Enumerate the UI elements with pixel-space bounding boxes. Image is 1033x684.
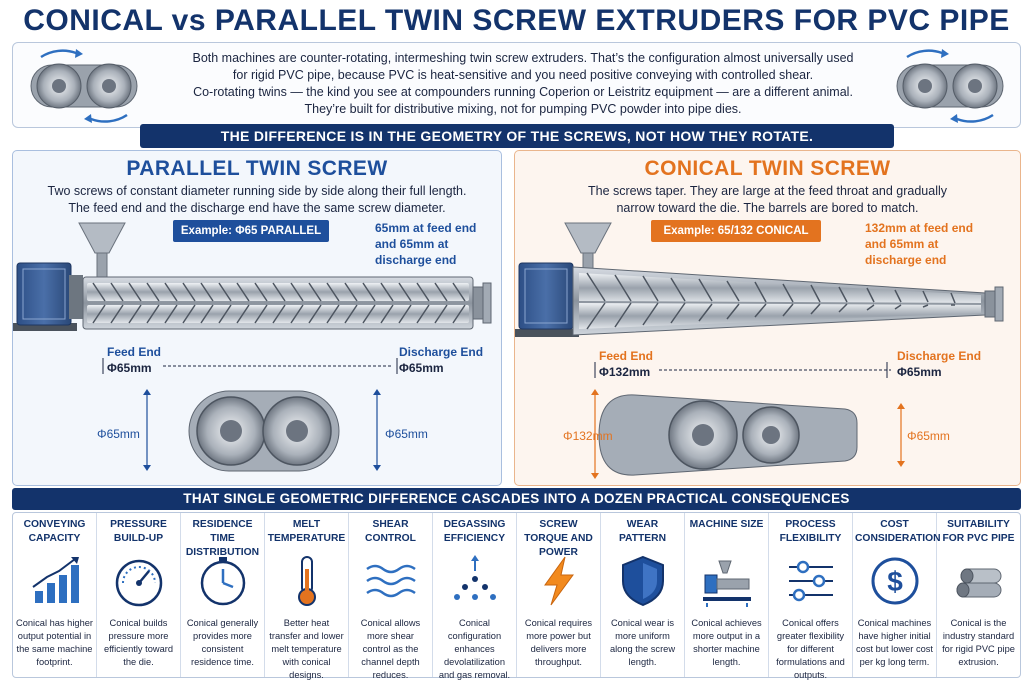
consequence-text: Conical wear is more uniform along the s… [609,618,676,667]
parallel-title: PARALLEL TWIN SCREW [126,157,388,180]
parallel-feed-dim: Φ65mm [107,361,152,375]
conical-panel: CONICAL TWIN SCREW The screws taper. The… [514,150,1021,486]
conical-note-line: discharge end [865,253,947,267]
consequence-heading: MACHINE SIZE [689,519,764,530]
geometry-banner: THE DIFFERENCE IS IN THE GEOMETRY OF THE… [140,124,894,148]
consequence-heading: CONVEYING CAPACITY [23,519,86,544]
consequence-item: RESIDENCE TIME DISTRIBUTION Conical gene… [181,513,265,677]
parallel-description: Two screws of constant diameter running … [13,183,501,217]
parallel-feed-label: Feed End [107,345,162,359]
dollar-icon: $ [871,557,918,605]
consequence-text: Better heat transfer and lower melt temp… [269,618,344,680]
parallel-desc-line: The feed end and the discharge end have … [68,201,446,215]
page-title: CONICAL vs PARALLEL TWIN SCREW EXTRUDERS… [23,4,1010,37]
consequence-text: Conical has higher output potential in t… [16,618,94,667]
consequence-heading: DEGASSING EFFICIENCY [443,519,506,544]
conical-cross-section [591,389,905,479]
parallel-example-badge: Example: Φ65 PARALLEL [173,220,329,242]
consequence-heading: MELT TEMPERATURE [267,519,346,544]
conical-note-line: and 65mm at [865,237,939,251]
consequence-item: DEGASSING EFFICIENCY Conical configurati… [433,513,517,680]
consequences-grid: CONVEYING CAPACITY Conical has higher ou… [12,512,1021,680]
consequence-item: CONVEYING CAPACITY Conical has higher ou… [13,513,97,677]
consequence-text: Conical requires more power but delivers… [524,618,593,667]
parallel-section-left-dim: Φ65mm [97,427,140,441]
consequence-item: SHEAR CONTROL Conical allows more shear … [349,513,433,680]
conical-title: CONICAL TWIN SCREW [644,157,891,180]
twin-gears-icon [30,49,138,123]
consequence-heading: WEAR PATTERN [618,519,667,544]
consequence-text: Conical machines have higher initial cos… [856,618,933,667]
consequence-text: Conical generally provides more consiste… [186,618,259,667]
conical-feed-dim: Φ132mm [599,365,651,379]
consequence-item: MACHINE SIZE Conical achieves more outpu… [685,513,769,677]
conical-section-left-dim: Φ132mm [563,429,613,443]
consequence-heading: SHEAR CONTROL [365,519,416,544]
consequence-text: Conical builds pressure more efficiently… [103,618,174,667]
pipes-icon [956,568,1001,598]
intro-line: for rigid PVC pipe, because PVC is heat-… [232,68,814,82]
timer-icon [200,557,245,606]
conical-note-line: 132mm at feed end [865,221,974,235]
parallel-note: 65mm at feed end and 65mm at discharge e… [375,220,476,268]
bubbles-icon [453,555,496,600]
consequence-heading: RESIDENCE TIME DISTRIBUTION [185,519,260,558]
consequence-text: Conical is the industry standard for rig… [942,618,1015,667]
consequence-text: Conical configuration enhances devolatil… [438,618,511,680]
conical-note: 132mm at feed end and 65mm at discharge … [865,220,973,268]
consequence-heading: SCREW TORQUE AND POWER [524,519,593,558]
intro-box: Both machines are counter-rotating, inte… [12,42,1021,128]
waves-icon [365,564,416,598]
consequences-banner: THAT SINGLE GEOMETRIC DIFFERENCE CASCADE… [12,488,1021,510]
conical-discharge-label: Discharge End [897,349,982,363]
bar-chart-icon [31,557,79,603]
consequence-heading: PROCESS FLEXIBILITY [779,519,842,544]
conical-length-arrow [594,362,891,378]
parallel-desc-line: Two screws of constant diameter running … [47,184,467,198]
intro-text: Both machines are counter-rotating, inte… [153,50,893,118]
consequence-item: PRESSURE BUILD-UP Conical builds pressur… [97,513,181,677]
consequence-item: SCREW TORQUE AND POWER Conical requires … [517,513,601,677]
intro-line: They’re built for distributive mixing, n… [304,102,742,116]
sliders-icon [788,560,833,602]
consequence-item: SUITABILITY FOR PVC PIPE Conical is the … [937,513,1020,677]
parallel-length-arrow [102,358,398,374]
consequence-heading: PRESSURE BUILD-UP [110,519,167,544]
pressure-gauge-icon [115,559,162,607]
svg-text:$: $ [887,566,903,597]
parallel-discharge-label: Discharge End [399,345,484,359]
parallel-note-line: and 65mm at [375,237,449,251]
twin-gears-icon [896,49,1004,123]
consequence-item: MELT TEMPERATURE Better heat transfer an… [265,513,349,680]
parallel-panel: PARALLEL TWIN SCREW Two screws of consta… [12,150,502,486]
parallel-extruder-illustration [13,222,492,331]
thermometer-icon [297,556,316,606]
conical-description: The screws taper. They are large at the … [515,183,1020,217]
conical-section-right-dim: Φ65mm [907,429,950,443]
lightning-icon [543,556,574,606]
intro-line: Both machines are counter-rotating, inte… [192,51,854,65]
conical-extruder-illustration [515,222,1004,337]
conical-example-badge: Example: 65/132 CONICAL [651,220,821,242]
consequence-item: PROCESS FLEXIBILITY Conical offers great… [769,513,853,680]
parallel-section-right-dim: Φ65mm [385,427,428,441]
conical-feed-label: Feed End [599,349,654,363]
parallel-note-line: discharge end [375,253,457,267]
consequence-heading: SUITABILITY FOR PVC PIPE [942,519,1015,544]
machine-icon [702,560,751,607]
intro-line: Co-rotating twins — the kind you see at … [193,85,853,99]
consequence-text: Conical allows more shear control as the… [360,618,421,680]
conical-discharge-dim: Φ65mm [897,365,942,379]
consequence-text: Conical offers greater flexibility for d… [776,618,845,680]
shield-icon [621,555,664,607]
consequence-heading: COST CONSIDERATION [855,519,941,544]
conical-desc-line: The screws taper. They are large at the … [587,184,947,198]
parallel-cross-section [143,389,381,472]
conical-desc-line: narrow toward the die. The barrels are b… [616,201,919,215]
consequence-item: WEAR PATTERN Conical wear is more unifor… [601,513,685,677]
consequence-item: COST CONSIDERATION $ Conical machines ha… [853,513,941,677]
parallel-discharge-dim: Φ65mm [399,361,444,375]
parallel-note-line: 65mm at feed end [375,221,477,235]
consequence-text: Conical achieves more output in a shorte… [691,618,762,667]
